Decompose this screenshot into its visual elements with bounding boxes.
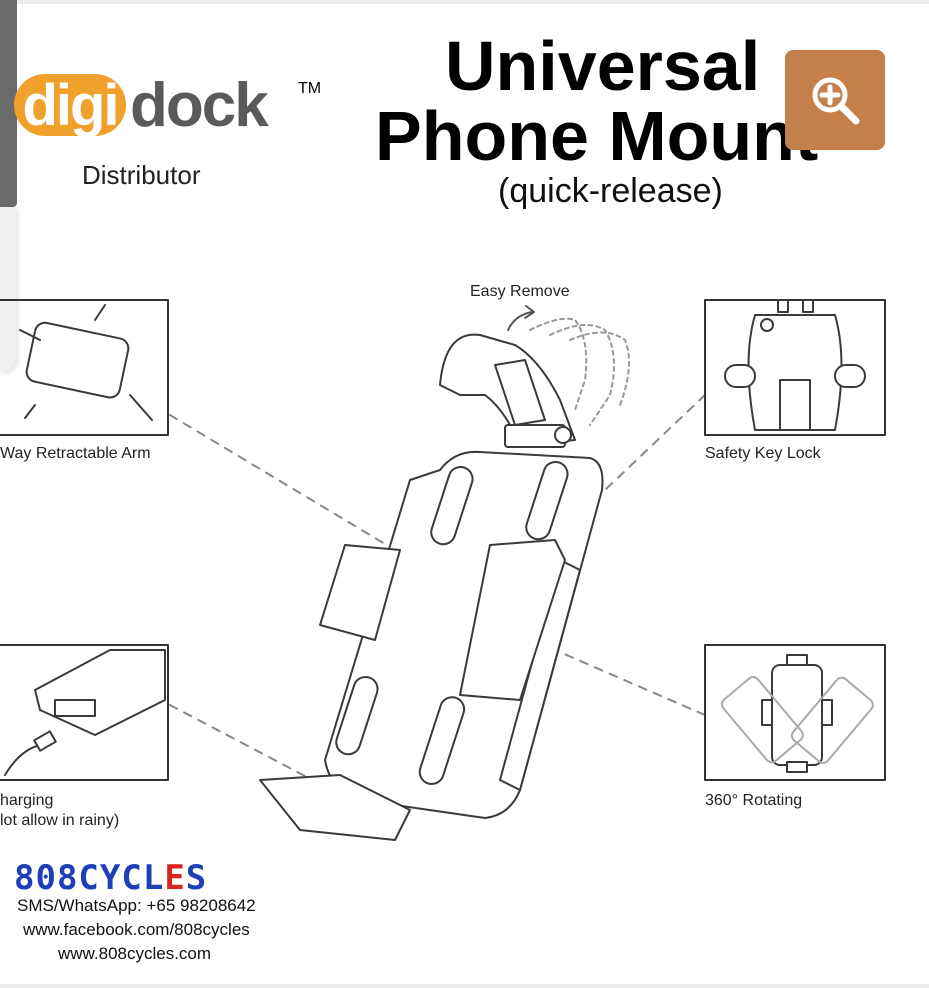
808cycles-logo: 808CYCLES — [14, 858, 207, 898]
brand-e: E — [164, 858, 186, 898]
title-line-2: Phone Mount — [375, 97, 819, 175]
digidock-logo: digi dock — [14, 70, 269, 140]
caption-charging-line-1: harging — [0, 792, 54, 809]
brand-808: 808 — [14, 858, 79, 898]
distributor-label: Distributor — [82, 160, 201, 190]
brand-cycl: CYCL — [78, 858, 165, 898]
leader-line-arm — [169, 414, 396, 551]
logo-digi-bubble: digi — [14, 72, 126, 138]
side-scroll-handle[interactable] — [0, 0, 17, 207]
caption-retractable-arm: Way Retractable Arm — [0, 445, 151, 462]
leader-line-lock — [604, 394, 706, 491]
subtitle: (quick-release) — [498, 172, 723, 210]
bottom-divider — [0, 984, 929, 988]
title-line-1: Universal — [445, 27, 761, 105]
top-divider — [0, 0, 929, 4]
caption-360-rotating: 360° Rotating — [705, 792, 803, 809]
caption-easy-remove: Easy Remove — [470, 283, 570, 300]
zoom-in-icon — [812, 77, 860, 125]
logo-dock-text: dock — [130, 70, 269, 140]
leader-line-rotating — [554, 649, 706, 716]
contact-facebook: www.facebook.com/808cycles — [23, 920, 250, 939]
caption-safety-key-lock: Safety Key Lock — [705, 445, 821, 462]
zoom-button[interactable] — [785, 50, 885, 150]
logo-tm-mark: TM — [298, 80, 322, 97]
brand-s: S — [185, 858, 208, 898]
logo-digi-text: digi — [22, 72, 119, 138]
contact-sms: SMS/WhatsApp: +65 98208642 — [17, 896, 256, 915]
contact-website: www.808cycles.com — [58, 944, 212, 963]
side-panel — [0, 207, 16, 372]
caption-charging-line-2: lot allow in rainy) — [0, 812, 120, 829]
